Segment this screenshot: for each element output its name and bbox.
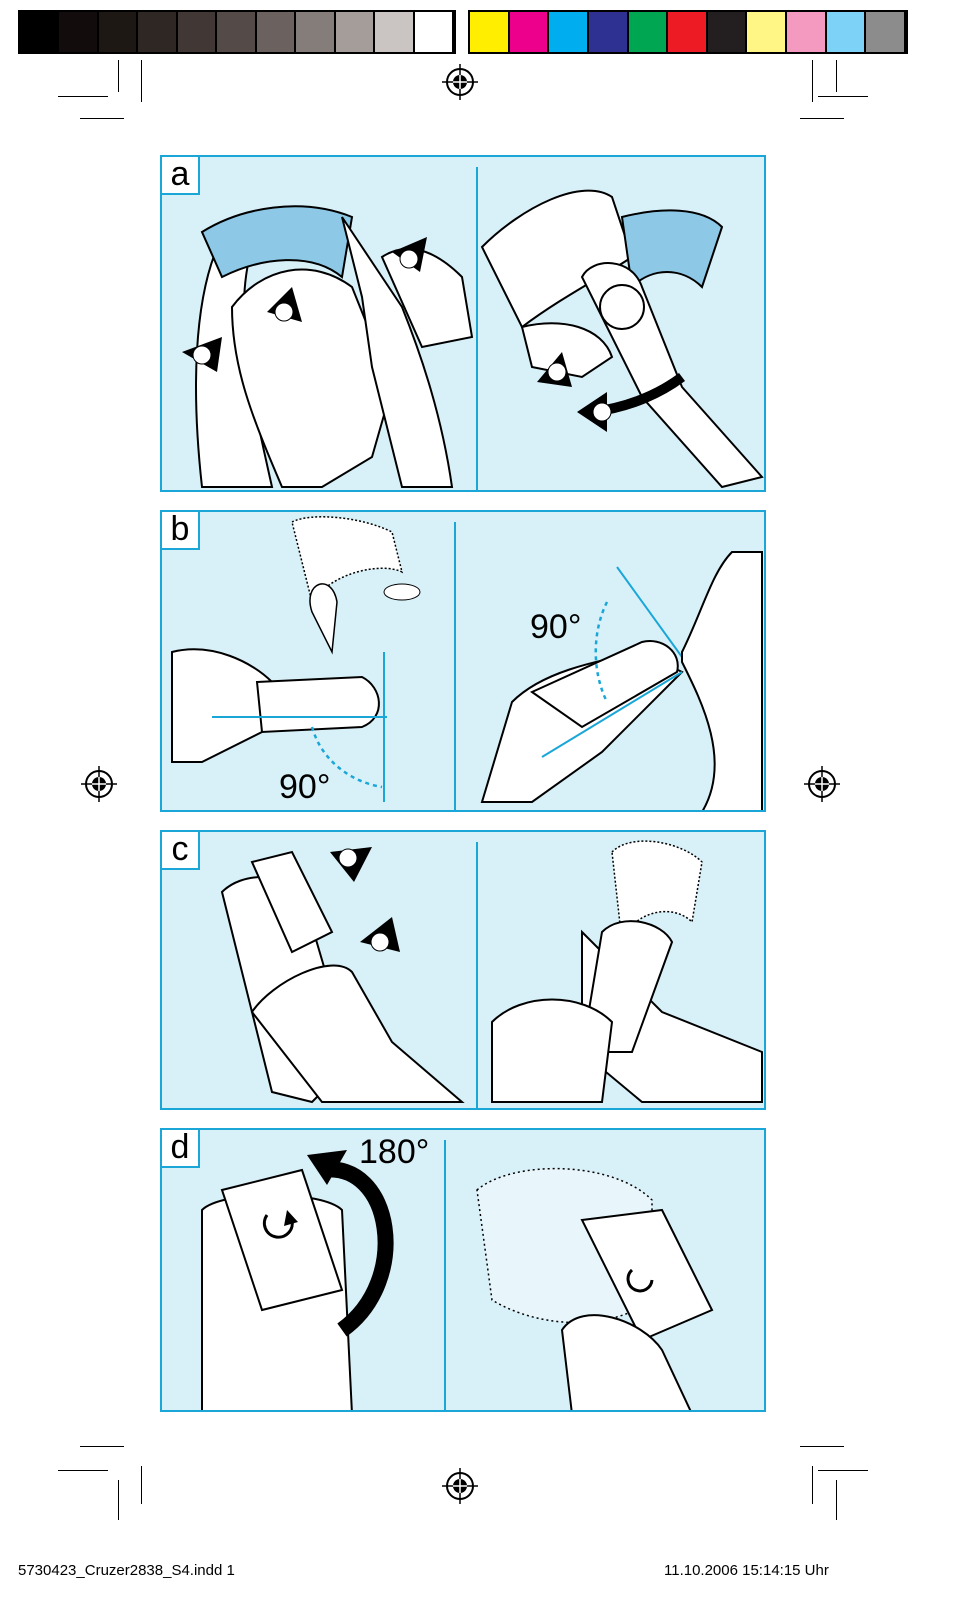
crop-mark (80, 1446, 124, 1447)
color-swatch (826, 12, 865, 52)
crop-mark (812, 60, 813, 102)
color-swatch (787, 12, 825, 52)
color-swatch (470, 12, 508, 52)
color-swatch (20, 12, 58, 52)
arrow-1-icon (577, 372, 685, 432)
color-swatch (296, 12, 334, 52)
panel-c: c (160, 830, 766, 1110)
illustration-remove-attachment (220, 840, 763, 1104)
crop-mark (118, 1480, 119, 1520)
rotate-arrow-icon (307, 1150, 394, 1337)
panel-divider (476, 167, 478, 490)
crop-mark (800, 118, 844, 119)
arrow-1-icon (267, 287, 302, 322)
color-swatch (256, 12, 295, 52)
crop-mark (812, 1466, 813, 1504)
color-swatch (335, 12, 374, 52)
color-swatch (628, 12, 667, 52)
angle-label: 90° (279, 768, 331, 806)
footer-timestamp: 11.10.2006 15:14:15 Uhr (664, 1562, 829, 1579)
crop-mark (141, 60, 142, 102)
arrow-1-icon (392, 237, 427, 272)
color-swatch (707, 12, 746, 52)
color-swatch (138, 12, 176, 52)
color-swatch (549, 12, 587, 52)
angle-label: 90° (530, 608, 582, 646)
crop-mark (836, 1480, 837, 1520)
color-swatch (747, 12, 786, 52)
panel-d: d 180° (160, 1128, 766, 1412)
angle-label: 180° (359, 1133, 430, 1171)
arrow-2-icon (182, 337, 222, 372)
crop-mark (80, 118, 124, 119)
illustration-rotate-comb (201, 1150, 714, 1410)
color-swatch (375, 12, 413, 52)
color-swatch (414, 12, 452, 52)
crop-mark (836, 60, 837, 92)
rotate-icon (626, 1268, 654, 1293)
panel-b: b 90° 90° (160, 510, 766, 812)
footer-filename: 5730423_Cruzer2838_S4.indd 1 (18, 1562, 235, 1579)
panel-label: a (162, 157, 200, 195)
panel-divider (454, 522, 456, 810)
crop-mark (58, 1470, 108, 1471)
registration-mark (442, 64, 478, 100)
panel-label: c (162, 832, 200, 870)
color-swatch (588, 12, 627, 52)
panel-divider (444, 1140, 446, 1410)
color-swatch (866, 12, 904, 52)
arrow-2-icon (330, 847, 372, 882)
crop-mark (118, 60, 119, 92)
crop-mark (818, 96, 868, 97)
panel-label: b (162, 512, 200, 550)
panel-a: a (160, 155, 766, 492)
crop-mark (141, 1466, 142, 1504)
illustration-attach-comb (182, 189, 764, 489)
registration-mark (804, 766, 840, 802)
panel-label: d (162, 1130, 200, 1168)
rotate-icon (262, 1210, 298, 1239)
color-swatch (217, 12, 255, 52)
registration-mark (81, 766, 117, 802)
crop-mark (818, 1470, 868, 1471)
crop-mark (58, 96, 108, 97)
arrow-1-icon (360, 917, 400, 952)
panel-divider (476, 842, 478, 1108)
color-swatch (668, 12, 706, 52)
registration-mark (442, 1468, 478, 1504)
color-swatch (59, 12, 97, 52)
crop-mark (800, 1446, 844, 1447)
illustration-trimming-angle (171, 516, 763, 810)
color-swatch (98, 12, 137, 52)
arrow-2-icon (537, 352, 572, 387)
color-swatch (177, 12, 216, 52)
color-swatch (509, 12, 548, 52)
